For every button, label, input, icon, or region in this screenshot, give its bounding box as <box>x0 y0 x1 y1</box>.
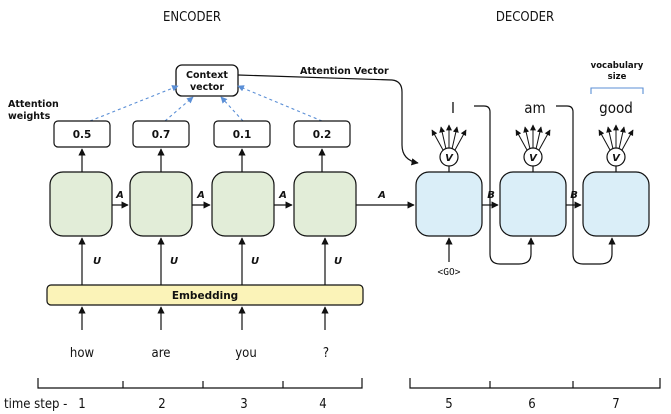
encoder-header: ENCODER <box>163 10 221 25</box>
label-v-1: V <box>445 153 454 164</box>
label-a-1: A <box>115 190 124 201</box>
encoder-cell-4 <box>293 171 357 237</box>
softmax-node-2 <box>515 124 551 172</box>
output-word-2: am <box>524 99 545 117</box>
label-u-4: U <box>334 256 342 267</box>
attention-arrow-1 <box>89 85 179 122</box>
input-word-4: ? <box>323 346 329 361</box>
label-a-3: A <box>278 190 287 201</box>
decoder-cell-2 <box>499 171 567 237</box>
vocab-label-2: size <box>608 72 627 82</box>
label-u-2: U <box>170 256 178 267</box>
label-v-3: V <box>612 153 621 164</box>
feedback-loop-1 <box>474 105 535 265</box>
weight-value-4: 0.2 <box>313 129 332 141</box>
time-step-7: 7 <box>612 397 619 412</box>
label-b-1: B <box>487 190 495 201</box>
output-word-1: I <box>451 99 455 117</box>
weight-value-1: 0.5 <box>73 129 92 141</box>
input-word-1: how <box>70 346 95 361</box>
context-vector-label-1: Context <box>186 70 228 81</box>
encoder-cell-2 <box>129 171 193 237</box>
time-step-2: 2 <box>158 397 165 412</box>
input-word-3: you <box>235 346 257 361</box>
decoder-header: DECODER <box>496 10 554 25</box>
time-step-3: 3 <box>240 397 247 412</box>
label-a-2: A <box>196 190 205 201</box>
attention-vector-label: Attention Vector <box>300 66 389 77</box>
weight-box-1 <box>53 120 111 148</box>
time-step-ruler <box>37 378 661 389</box>
output-word-3: good <box>599 99 633 117</box>
go-token: <GO> <box>438 267 461 278</box>
attention-weights-label-1: Attention <box>8 99 59 110</box>
attention-weights-label-2: weights <box>8 111 51 122</box>
decoder-cell-1 <box>415 171 483 237</box>
feedback-loop-2 <box>556 105 616 265</box>
context-vector-label-2: vector <box>190 82 224 93</box>
attention-arrow-2 <box>164 96 194 122</box>
weight-box-4 <box>293 120 351 148</box>
vocab-bracket <box>590 87 644 94</box>
attention-arrow-4 <box>237 85 323 122</box>
embedding-layer <box>46 284 364 306</box>
softmax-node-3 <box>598 124 634 172</box>
encoder-cell-3 <box>211 171 275 237</box>
encoder-cell-1 <box>49 171 113 237</box>
time-step-6: 6 <box>528 397 535 412</box>
attention-arrow-3 <box>220 96 244 122</box>
softmax-node-1 <box>431 124 467 172</box>
weight-box-3 <box>213 120 271 148</box>
time-step-5: 5 <box>445 397 452 412</box>
vocab-label-1: vocabulary <box>591 61 644 71</box>
label-u-3: U <box>251 256 259 267</box>
label-b-2: B <box>570 190 578 201</box>
embedding-label: Embedding <box>172 290 238 302</box>
label-a-4: A <box>377 190 386 201</box>
time-step-label: time step - <box>4 397 67 412</box>
weight-value-3: 0.1 <box>233 129 252 141</box>
weight-box-2 <box>132 120 190 148</box>
input-word-2: are <box>152 346 171 361</box>
attention-vector-connector <box>237 74 419 166</box>
decoder-cell-3 <box>582 171 650 237</box>
label-u-1: U <box>93 256 101 267</box>
time-step-4: 4 <box>319 397 326 412</box>
label-v-2: V <box>529 153 538 164</box>
context-vector-box <box>175 64 239 97</box>
weight-value-2: 0.7 <box>152 129 171 141</box>
time-step-1: 1 <box>78 397 85 412</box>
